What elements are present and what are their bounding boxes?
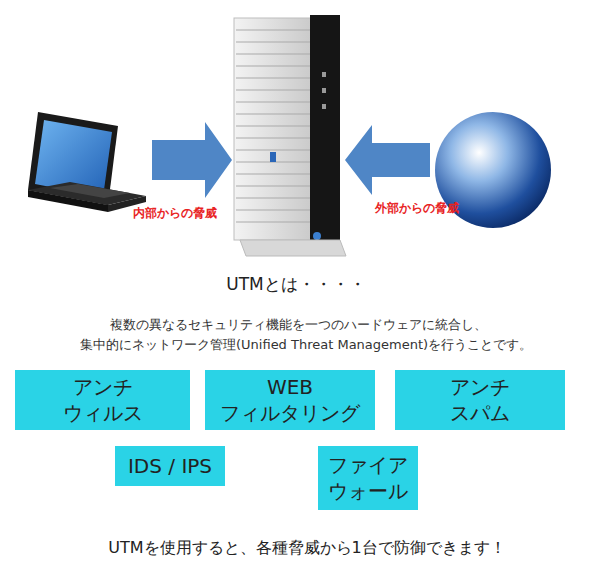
feature-box: ファイア ウォール — [318, 446, 418, 510]
description-line: 複数の異なるセキュリティ機能を一つのハードウェアに統合し、 — [110, 316, 487, 334]
feature-label: ファイア ウォール — [328, 452, 408, 504]
threat-label: 外部からの脅威 — [375, 200, 459, 217]
feature-box: アンチ スパム — [395, 370, 565, 430]
threat-label: 内部からの脅威 — [133, 205, 217, 222]
feature-box: IDS / IPS — [115, 446, 225, 486]
feature-label: WEB フィルタリング — [220, 374, 360, 426]
inbound-arrow — [152, 122, 232, 198]
feature-label: アンチ ウィルス — [63, 374, 143, 426]
feature-box: WEB フィルタリング — [205, 370, 375, 430]
utm-device-illustration — [234, 15, 346, 256]
diagram-caption: UTMを使用すると、各種脅威から1台で防御できます！ — [108, 538, 505, 559]
feature-label: IDS / IPS — [128, 453, 212, 479]
laptop-illustration — [28, 112, 146, 212]
description-line: 集中的にネットワーク管理(Unified Threat Management)を… — [80, 336, 532, 354]
outbound-threat-arrow — [345, 125, 430, 195]
feature-label: アンチ スパム — [450, 374, 510, 426]
diagram-title: UTMとは・・・・ — [226, 273, 366, 296]
feature-box: アンチ ウィルス — [15, 370, 190, 430]
